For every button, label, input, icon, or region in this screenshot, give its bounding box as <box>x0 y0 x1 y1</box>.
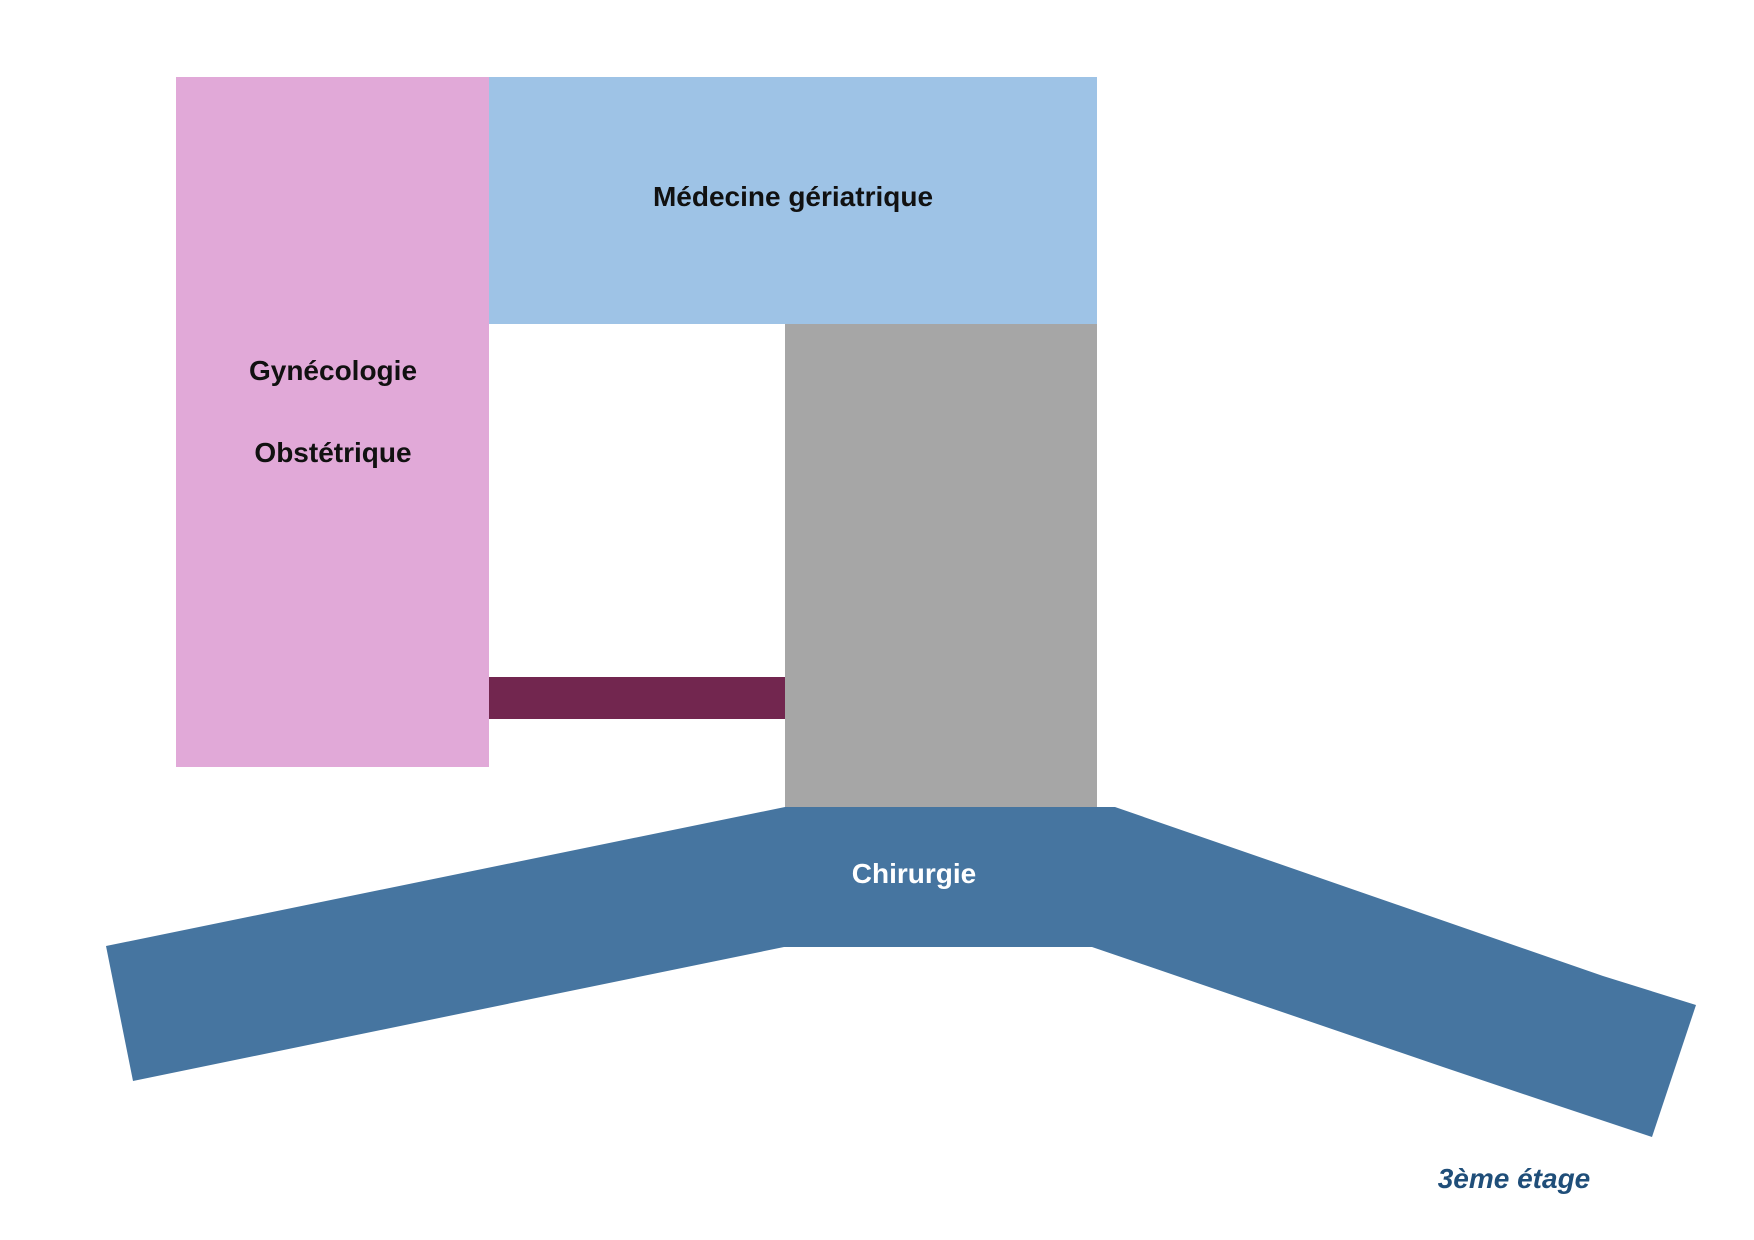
gynecology-label-line2: Obstétrique <box>254 437 411 468</box>
connecting-corridor[interactable] <box>489 677 785 719</box>
surgery-label: Chirurgie <box>852 858 976 889</box>
grey-block[interactable] <box>785 324 1097 807</box>
gynecology-label-line1: Gynécologie <box>249 355 417 386</box>
surgery-wing[interactable] <box>106 807 1696 1137</box>
geriatric-wing[interactable] <box>489 77 1097 324</box>
floor-label: 3ème étage <box>1438 1163 1591 1194</box>
gynecology-wing[interactable] <box>176 77 489 767</box>
geriatric-label: Médecine gériatrique <box>653 181 933 212</box>
